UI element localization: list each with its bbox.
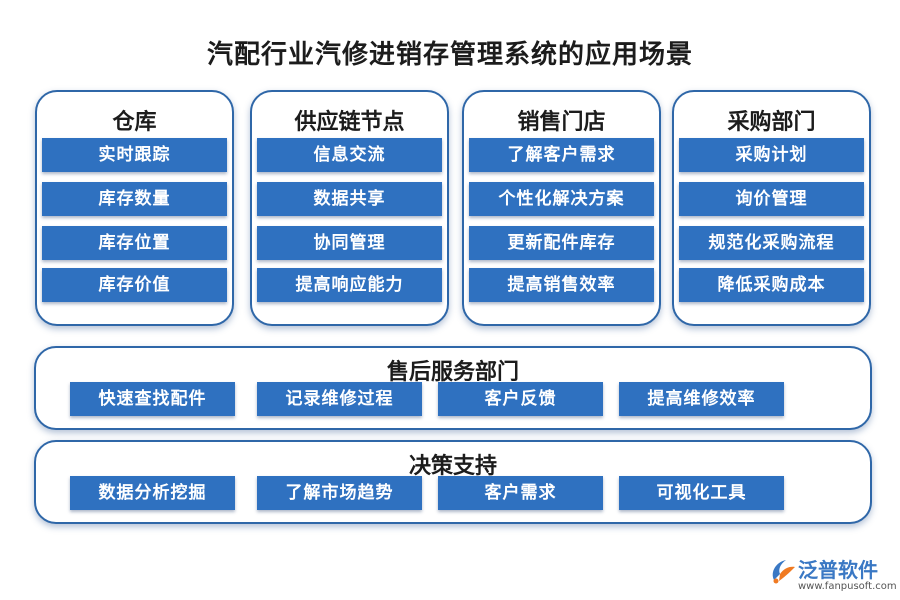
item-box: 实时跟踪 (42, 138, 227, 172)
item-box: 规范化采购流程 (679, 226, 864, 260)
panel-decision-support: 决策支持 数据分析挖掘 了解市场趋势 客户需求 可视化工具 (34, 440, 872, 524)
item-box: 客户反馈 (438, 382, 603, 416)
item-box: 个性化解决方案 (469, 182, 654, 216)
item-box: 库存数量 (42, 182, 227, 216)
panel-heading: 销售门店 (517, 109, 606, 135)
item-box: 可视化工具 (619, 476, 784, 510)
panel-procurement: 采购部门 采购计划 询价管理 规范化采购流程 降低采购成本 (672, 90, 871, 326)
brand-logo: 泛普软件 www.fanpusoft.com (768, 554, 898, 598)
panel-heading: 仓库 (112, 109, 157, 135)
panel-heading: 售后服务部门 (386, 359, 519, 385)
item-box: 记录维修过程 (257, 382, 422, 416)
diagram-title: 汽配行业汽修进销存管理系统的应用场景 (206, 40, 693, 70)
item-box: 了解市场趋势 (257, 476, 422, 510)
panel-heading: 决策支持 (408, 453, 497, 479)
item-box: 了解客户需求 (469, 138, 654, 172)
panel-heading: 供应链节点 (294, 109, 405, 135)
item-box: 提高维修效率 (619, 382, 784, 416)
panel-warehouse: 仓库 实时跟踪 库存数量 库存位置 库存价值 (35, 90, 234, 326)
item-box: 采购计划 (679, 138, 864, 172)
item-box: 快速查找配件 (70, 382, 235, 416)
item-box: 库存位置 (42, 226, 227, 260)
item-box: 更新配件库存 (469, 226, 654, 260)
item-box: 提高响应能力 (257, 268, 442, 302)
panel-supply-chain-node: 供应链节点 信息交流 数据共享 协同管理 提高响应能力 (250, 90, 449, 326)
item-box: 数据分析挖掘 (70, 476, 235, 510)
item-box: 降低采购成本 (679, 268, 864, 302)
panel-after-sales: 售后服务部门 快速查找配件 记录维修过程 客户反馈 提高维修效率 (34, 346, 872, 430)
logo-brand-text: 泛普软件 (798, 558, 878, 582)
panel-sales-store: 销售门店 了解客户需求 个性化解决方案 更新配件库存 提高销售效率 (462, 90, 661, 326)
item-box: 协同管理 (257, 226, 442, 260)
logo-mark-icon (772, 560, 795, 584)
item-box: 客户需求 (438, 476, 603, 510)
item-box: 信息交流 (257, 138, 442, 172)
panel-heading: 采购部门 (727, 109, 816, 135)
item-box: 库存价值 (42, 268, 227, 302)
logo-url-text: www.fanpusoft.com (798, 581, 897, 592)
item-box: 数据共享 (257, 182, 442, 216)
item-box: 询价管理 (679, 182, 864, 216)
item-box: 提高销售效率 (469, 268, 654, 302)
